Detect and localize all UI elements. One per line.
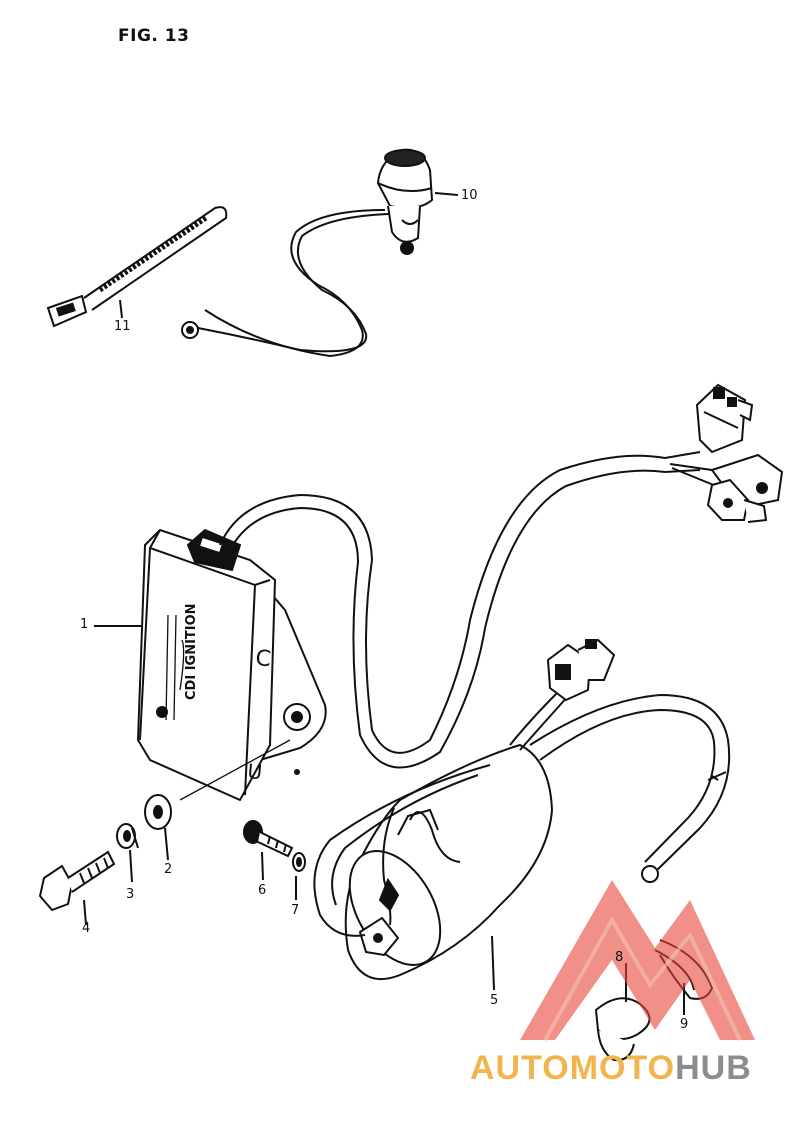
callout-7: 7 <box>291 903 300 918</box>
callout-10: 10 <box>461 188 478 203</box>
watermark-auto: AUTO <box>470 1049 570 1087</box>
hardware-fasteners <box>38 794 306 926</box>
callout-9: 9 <box>680 1017 689 1032</box>
watermark-logo <box>520 880 755 1041</box>
callout-1: 1 <box>80 617 89 632</box>
callout-5: 5 <box>490 993 499 1008</box>
watermark-hub: HUB <box>675 1049 752 1087</box>
watermark-text: AUTOMOTOHUB <box>470 1049 752 1088</box>
callout-6: 6 <box>258 883 267 898</box>
watermark-moto: MOTO <box>569 1049 676 1087</box>
part-10-switch <box>181 148 459 357</box>
callout-2: 2 <box>164 862 173 877</box>
svg-text:CDI IGNITION: CDI IGNITION <box>184 603 199 700</box>
part-11-cable-tie <box>46 206 228 328</box>
part-1-cdi-unit: CDI IGNITION C U <box>94 528 327 802</box>
callout-4: 4 <box>82 921 91 936</box>
svg-text:U: U <box>247 759 264 784</box>
callout-3: 3 <box>126 887 135 902</box>
callout-11: 11 <box>114 319 131 334</box>
part-5-ignition-coil <box>313 638 731 991</box>
figure-title: FIG. 13 <box>118 26 190 46</box>
wire-harness <box>219 383 784 769</box>
callout-8: 8 <box>615 950 624 965</box>
svg-text:C: C <box>254 646 271 672</box>
